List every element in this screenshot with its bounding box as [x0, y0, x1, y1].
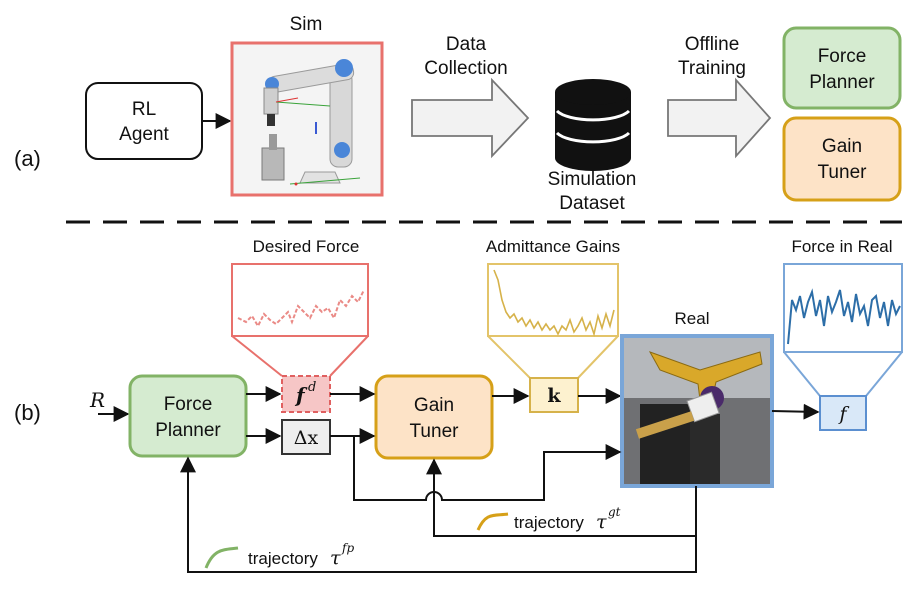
trajectory-gt-symbol: τ [596, 511, 607, 533]
robot-arm-icon [261, 59, 361, 186]
dx-box: Δx [281, 419, 331, 455]
force-planner-b-line2: Planner [155, 420, 221, 441]
gain-tuner-a-line1: Gain [822, 136, 862, 157]
data-collection-label-line1: Data [446, 34, 487, 55]
data-collection-arrow [411, 77, 530, 159]
sim-title: Sim [290, 14, 323, 35]
real-title: Real [675, 309, 710, 328]
desired-force-title: Desired Force [253, 237, 360, 256]
f-box: f [819, 395, 867, 431]
trajectory-fp-text: trajectory [248, 549, 318, 568]
trajectory-gt-text: trajectory [514, 513, 584, 532]
trajectory-gt-glyph [476, 512, 509, 531]
rl-agent-label-line2: Agent [119, 124, 169, 145]
gain-tuner-b-line1: Gain [414, 395, 454, 416]
force-planner-box-a: Force Planner [782, 26, 902, 110]
offline-training-label-line2: Training [678, 58, 746, 79]
rl-agent-box: RL Agent [85, 82, 203, 160]
database-icon [555, 79, 631, 171]
k-box: k [529, 377, 579, 413]
admittance-gains-curve [493, 269, 615, 337]
gain-tuner-box-b: Gain Tuner [374, 374, 494, 460]
dataset-label-line2: Dataset [559, 193, 625, 214]
gain-tuner-b-line2: Tuner [410, 421, 460, 442]
panel-b-label: (b) [14, 400, 41, 425]
force-planner-b-line1: Force [164, 394, 213, 415]
desired-force-plot [231, 263, 369, 377]
sim-image-box [230, 41, 384, 197]
input-r-label: R [89, 388, 105, 412]
gain-tuner-a-line2: Tuner [818, 162, 868, 183]
offline-training-arrow [667, 77, 772, 159]
dx-symbol: Δx [294, 427, 319, 449]
force-planner-box-b: Force Planner [128, 374, 248, 458]
dataset-label-line1: Simulation [548, 169, 637, 190]
force-planner-a-line1: Force [818, 46, 867, 67]
trajectory-fp-symbol: τ [330, 547, 341, 569]
data-collection-label-line2: Collection [424, 58, 507, 79]
admittance-gains-plot [487, 263, 619, 379]
fd-box: f d [281, 375, 331, 413]
force-planner-a-line2: Planner [809, 72, 875, 93]
trajectory-fp-glyph [204, 546, 239, 569]
real-robot-photo [620, 334, 774, 488]
desired-force-curve [237, 289, 365, 329]
offline-training-label-line1: Offline [685, 34, 740, 55]
gain-tuner-box-a: Gain Tuner [782, 116, 902, 202]
trajectory-gt-superscript: gt [608, 505, 621, 519]
f-symbol: f [837, 403, 849, 425]
trajectory-fp-superscript: fp [341, 541, 354, 555]
force-in-real-plot [783, 263, 903, 397]
dx-to-real-connector [353, 436, 622, 501]
fd-superscript: d [308, 380, 316, 395]
k-symbol: k [547, 385, 561, 407]
force-in-real-curve [787, 288, 901, 345]
admittance-gains-title: Admittance Gains [486, 237, 620, 256]
real-to-f-arrow [771, 403, 820, 420]
feedback-to-planner [180, 456, 697, 573]
feedback-to-tuner [426, 458, 697, 537]
force-in-real-title: Force in Real [791, 237, 892, 256]
rl-agent-label-line1: RL [132, 99, 156, 120]
fd-symbol: f [294, 383, 308, 407]
panel-a-label: (a) [14, 146, 41, 171]
